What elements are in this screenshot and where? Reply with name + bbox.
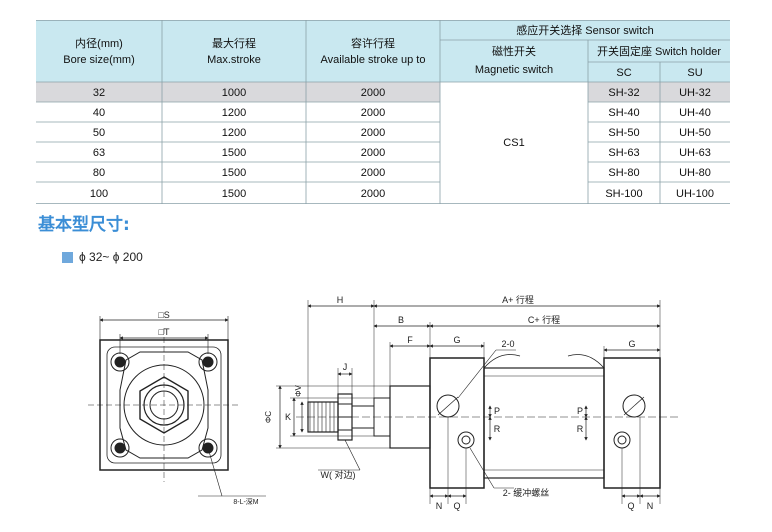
header-sc: SC [616, 67, 631, 79]
table-row: 80 1500 2000 SH-80 UH-80 [93, 167, 711, 179]
dim-w: W( 对边) [321, 469, 356, 480]
header-avail-en: Available stroke up to [321, 54, 426, 66]
cell-stroke: 1500 [222, 147, 246, 159]
dim-q2: Q [627, 501, 634, 511]
cell-avail: 2000 [361, 167, 385, 179]
dim-j: J [343, 362, 348, 372]
cell-su: UH-32 [679, 87, 711, 99]
cell-avail: 2000 [361, 147, 385, 159]
dim-k: K [285, 412, 291, 422]
cell-bore: 63 [93, 147, 105, 159]
side-view [296, 354, 680, 489]
cell-stroke: 1000 [222, 87, 246, 99]
dim-port: 2-0 [501, 339, 514, 349]
dim-f: F [407, 335, 413, 345]
cell-avail: 2000 [361, 127, 385, 139]
front-bolt-holes [110, 352, 218, 458]
cell-bore: 40 [93, 107, 105, 119]
cell-sc: SH-32 [608, 87, 639, 99]
dim-t: □T [159, 327, 170, 337]
header-avail-cn: 容许行程 [351, 36, 395, 50]
header-sensor: 感应开关选择 Sensor switch [516, 23, 654, 37]
cell-stroke: 1500 [222, 167, 246, 179]
cell-su: UH-50 [679, 127, 711, 139]
cell-su: UH-100 [676, 188, 714, 200]
cell-sc: SH-50 [608, 127, 639, 139]
cell-stroke: 1200 [222, 107, 246, 119]
dim-s: □S [158, 310, 169, 320]
header-stroke-en: Max.stroke [207, 54, 261, 66]
range-text: ϕ 32~ ϕ 200 [79, 250, 143, 264]
dim-b: B [398, 315, 404, 325]
front-view [88, 316, 266, 497]
dim-n1: N [436, 501, 443, 511]
cell-su: UH-80 [679, 167, 711, 179]
cell-sc: SH-40 [608, 107, 639, 119]
table-header-bg [36, 20, 730, 82]
range-marker-icon [62, 251, 73, 263]
cell-su: UH-40 [679, 107, 711, 119]
cell-sc: SH-80 [608, 167, 639, 179]
table-grid [36, 20, 730, 204]
dim-g2: G [628, 339, 635, 349]
spec-table: 内径(mm) Bore size(mm) 最大行程 Max.stroke 容许行… [36, 20, 730, 204]
cell-sc: SH-63 [608, 147, 639, 159]
cell-stroke: 1500 [222, 188, 246, 200]
cell-avail: 2000 [361, 188, 385, 200]
bore-range-label: ϕ 32~ ϕ 200 [62, 250, 143, 264]
dim-g1: G [453, 335, 460, 345]
table-row: 63 1500 2000 SH-63 UH-63 [93, 147, 711, 159]
header-su: SU [687, 67, 702, 79]
header-stroke-cn: 最大行程 [212, 36, 256, 50]
cell-avail: 2000 [361, 87, 385, 99]
header-magnetic-cn: 磁性开关 [492, 44, 536, 58]
dim-n2: N [647, 501, 654, 511]
dim-q1: Q [453, 501, 460, 511]
dim-thread: 8-L-深M [233, 497, 258, 506]
cell-bore: 80 [93, 167, 105, 179]
cylinder-drawing: □S □T 8-L-深M [88, 294, 680, 511]
first-row-bg-right [588, 82, 730, 102]
dim-r1: R [494, 424, 501, 434]
header-magnetic-en: Magnetic switch [475, 64, 553, 76]
table-row: 100 1500 2000 SH-100 UH-100 [90, 188, 714, 200]
cell-bore: 50 [93, 127, 105, 139]
dim-r2: R [577, 424, 584, 434]
table-row: 40 1200 2000 SH-40 UH-40 [93, 107, 711, 119]
dim-p2: P [577, 406, 583, 416]
cell-su: UH-63 [679, 147, 711, 159]
dim-a: A+ 行程 [502, 294, 534, 305]
cell-avail: 2000 [361, 107, 385, 119]
table-row: 50 1200 2000 SH-50 UH-50 [93, 127, 711, 139]
dim-phi-v: ΦV [294, 384, 303, 396]
header-bore-en: Bore size(mm) [63, 54, 135, 66]
header-holder: 开关固定座 Switch holder [597, 44, 721, 58]
cell-bore: 32 [93, 87, 105, 99]
cell-stroke: 1200 [222, 127, 246, 139]
dim-p1: P [494, 406, 500, 416]
cell-sc: SH-100 [605, 188, 642, 200]
header-bore-cn: 内径(mm) [75, 36, 123, 50]
cell-bore: 100 [90, 188, 108, 200]
side-dimensions [276, 300, 661, 504]
dim-c: C+ 行程 [528, 314, 560, 325]
dim-h: H [337, 295, 344, 305]
first-row-bg [36, 82, 440, 102]
dim-phi-c: ΦC [264, 411, 273, 423]
dim-cushion: 2- 缓冲螺丝 [503, 487, 550, 498]
section-title: 基本型尺寸: [38, 215, 130, 235]
magnetic-value: CS1 [503, 137, 524, 149]
table-row: 32 1000 2000 SH-32 UH-32 [93, 87, 711, 99]
